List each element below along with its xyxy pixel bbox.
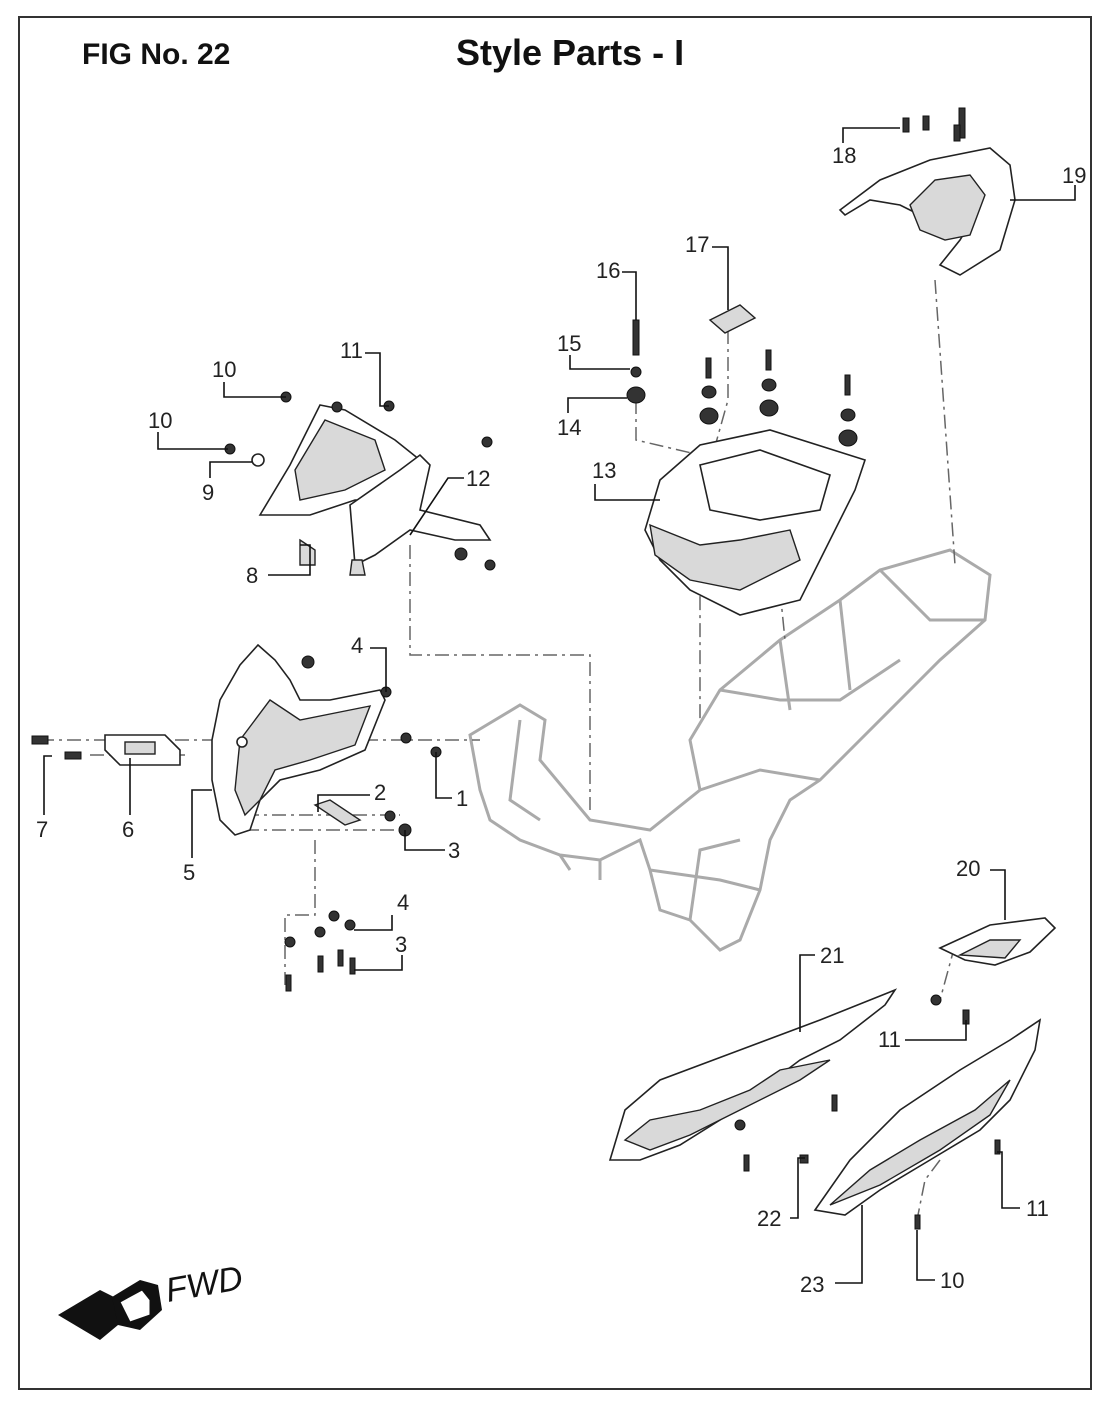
- callout-3: 3: [448, 838, 460, 863]
- callout-23: 23: [800, 1272, 824, 1297]
- fwd-label: FWD: [163, 1259, 246, 1310]
- callout-11: 11: [340, 338, 363, 363]
- side-cover-left-part: [608, 988, 898, 1161]
- small-bracket-part: [313, 799, 362, 826]
- forward-arrow-icon: [58, 1280, 162, 1340]
- callout-8: 8: [246, 563, 258, 588]
- callout-14: 14: [557, 415, 581, 440]
- fasteners: [31, 107, 1001, 1230]
- callout-12: 12: [466, 466, 490, 491]
- scooter-frame: [468, 548, 992, 952]
- storage-box-part: [644, 429, 867, 616]
- rear-grab-rail-part: [838, 147, 1016, 276]
- callout-10: 10: [940, 1268, 964, 1293]
- callout-15: 15: [557, 331, 581, 356]
- callout-19: 19: [1062, 163, 1086, 188]
- callout-9: 9: [202, 480, 214, 505]
- front-shield-part: [211, 643, 386, 836]
- callout-2: 2: [374, 780, 386, 805]
- side-cover-right-part: [813, 1018, 1042, 1216]
- callout-16: 16: [596, 258, 620, 283]
- callout-11: 11: [1026, 1196, 1049, 1221]
- callout-5: 5: [183, 860, 195, 885]
- page-title: Style Parts - I: [456, 32, 685, 73]
- callout-7: 7: [36, 817, 48, 842]
- callout-4: 4: [397, 890, 409, 915]
- callout-4: 4: [351, 633, 363, 658]
- page-frame: [18, 16, 1092, 1390]
- callout-10: 10: [212, 357, 236, 382]
- callout-18: 18: [832, 143, 856, 168]
- plate-part: [708, 304, 757, 334]
- callout-11: 11: [878, 1027, 901, 1052]
- callout-10: 10: [148, 408, 172, 433]
- front-bracket-part: [104, 734, 181, 766]
- callout-leaders: [43, 127, 1076, 1284]
- figure-number: FIG No. 22: [82, 38, 231, 71]
- callout-17: 17: [685, 232, 709, 257]
- inner-panel-part: [258, 404, 492, 576]
- callout-22: 22: [757, 1206, 781, 1231]
- callout-20: 20: [956, 856, 980, 881]
- callout-21: 21: [820, 943, 844, 968]
- callout-1: 1: [456, 786, 468, 811]
- callout-3: 3: [395, 932, 407, 957]
- callout-13: 13: [592, 458, 616, 483]
- callout-6: 6: [122, 817, 134, 842]
- rear-small-cover-part: [938, 917, 1057, 966]
- callout-labels: 1 2 3 3 4 4 5 6 7 8 9 10 10 10 11 11 11 …: [36, 143, 1086, 1297]
